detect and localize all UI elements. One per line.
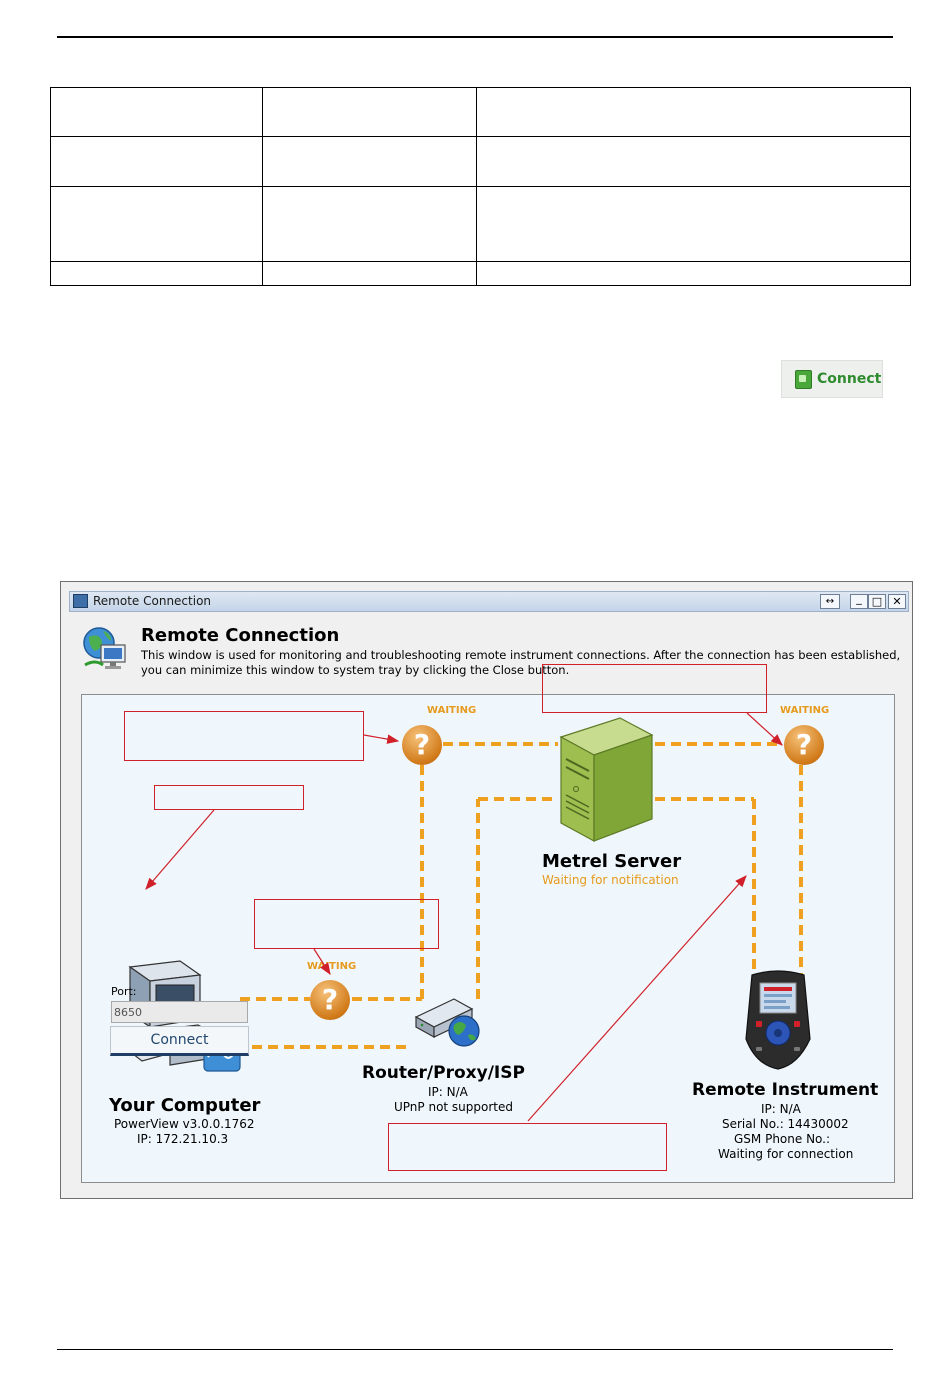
annotation-callout-box: [154, 785, 304, 810]
resize-icon[interactable]: ↔: [820, 594, 840, 609]
annotation-callout-box: [388, 1123, 667, 1171]
router-globe-icon: [414, 998, 480, 1047]
port-input[interactable]: [111, 1001, 248, 1023]
instrument-status: Waiting for connection: [718, 1147, 854, 1161]
remote-connection-header-icon: [83, 627, 126, 669]
instrument-serial: Serial No.: 14430002: [722, 1117, 849, 1131]
annotation-arrow: [313, 948, 331, 976]
computer-title: Your Computer: [109, 1095, 261, 1116]
annotation-arrows: [145, 712, 783, 1122]
window-description: This window is used for monitoring and t…: [141, 648, 901, 677]
table-row: [50, 136, 911, 187]
table-cell: [262, 136, 477, 187]
instrument-ip: IP: N/A: [761, 1102, 801, 1116]
router-upnp: UPnP not supported: [394, 1100, 514, 1114]
table-cell: [50, 136, 263, 187]
instrument-title: Remote Instrument: [692, 1080, 879, 1100]
annotation-arrow: [746, 712, 783, 746]
question-mark-icon: ?: [402, 725, 442, 765]
server-tower-icon: [559, 717, 654, 843]
connect-button-illustration: Connect: [781, 360, 883, 398]
window-app-icon: [73, 594, 88, 608]
table-cell: [262, 261, 477, 286]
table-cell: [476, 136, 911, 187]
handheld-instrument-icon: [745, 970, 811, 1070]
annotation-arrow: [145, 809, 215, 890]
minimize-button[interactable]: _: [850, 593, 868, 609]
close-button[interactable]: ✕: [888, 594, 906, 609]
instrument-gsm: GSM Phone No.:: [734, 1132, 831, 1146]
computer-ip: IP: 172.21.10.3: [137, 1132, 229, 1146]
remote-connection-window: Remote Connection ↔ _ □ ✕ Remote Connect…: [60, 581, 913, 1199]
maximize-button[interactable]: □: [868, 594, 886, 609]
document-table: [50, 87, 911, 286]
connection-diagram-panel: WAITING ? WAITING ? WAITING ? Metrel Ser…: [81, 694, 895, 1183]
table-cell: [262, 186, 477, 262]
server-title: Metrel Server: [542, 851, 682, 872]
status-waiting-label: WAITING: [780, 705, 830, 716]
computer-version: PowerView v3.0.0.1762: [114, 1117, 255, 1131]
connect-button[interactable]: Connect: [110, 1026, 249, 1056]
table-cell: [476, 261, 911, 286]
page-footer-rule: [57, 1349, 893, 1350]
port-label: Port:: [111, 985, 137, 998]
table-row: [50, 186, 911, 262]
connect-illustration-label: Connect: [817, 371, 882, 387]
table-cell: [476, 87, 911, 137]
server-status: Waiting for notification: [542, 873, 679, 887]
table-row: [50, 261, 911, 286]
window-titlebar[interactable]: Remote Connection ↔ _ □ ✕: [69, 591, 909, 612]
annotation-callout-box: [542, 664, 767, 713]
annotation-callout-box: [254, 899, 439, 949]
table-cell: [476, 186, 911, 262]
table-cell: [50, 186, 263, 262]
table-cell: [262, 87, 477, 137]
connection-lines: [240, 742, 803, 1049]
status-waiting-label: WAITING: [427, 705, 477, 716]
annotation-arrow: [527, 875, 747, 1122]
annotation-arrow: [363, 734, 400, 744]
question-mark-icon: ?: [784, 725, 824, 765]
page-header-rule: [57, 36, 893, 38]
annotation-callout-box: [124, 711, 364, 761]
window-title: Remote Connection: [93, 594, 212, 608]
question-mark-icon: ?: [310, 980, 350, 1020]
router-title: Router/Proxy/ISP: [362, 1063, 525, 1083]
router-ip: IP: N/A: [428, 1085, 468, 1099]
table-row: [50, 87, 911, 137]
table-cell: [50, 87, 263, 137]
table-cell: [50, 261, 263, 286]
window-heading: Remote Connection: [141, 625, 340, 646]
connect-icon: [795, 369, 812, 389]
status-waiting-label: WAITING: [307, 961, 357, 972]
